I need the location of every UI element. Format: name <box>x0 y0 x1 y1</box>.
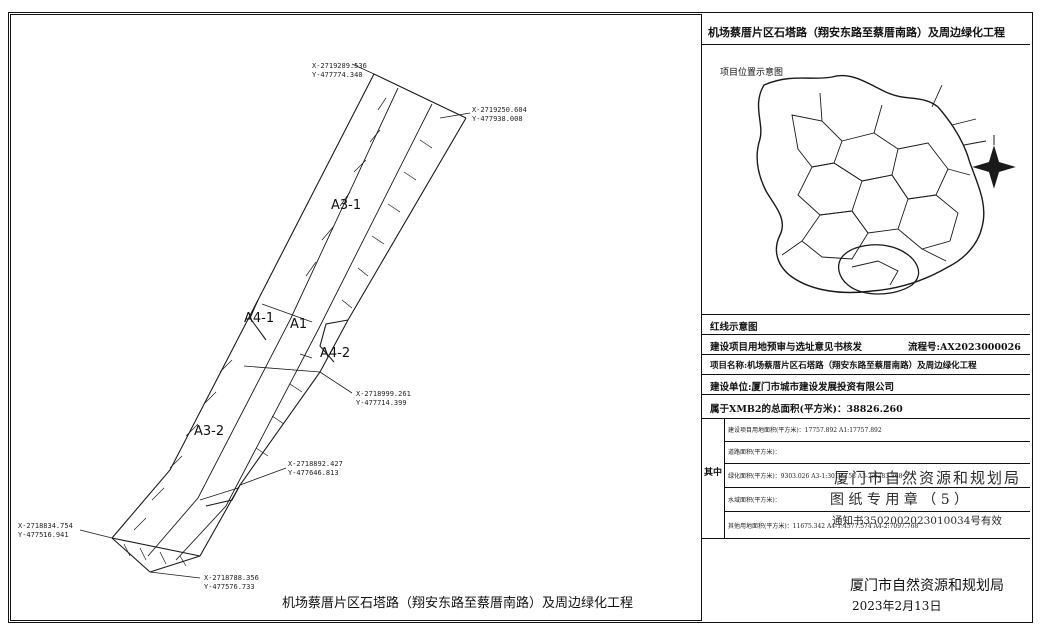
road-boundary-right <box>199 117 467 557</box>
coordinate-5-x: X-2718834.754 <box>18 522 73 530</box>
sub-label: 其中 <box>704 468 723 478</box>
flow-number: 流程号:AX2023000026 <box>908 342 1021 353</box>
sub-divider <box>724 419 725 539</box>
zone-label-a4-2: A4-2 <box>320 346 351 361</box>
redline-label-row: 红线示意图 <box>702 314 1030 334</box>
stamp-line-1: 厦门市自然资源和规划局 <box>834 469 1022 487</box>
coordinate-2: X-2719250.604 Y-477938.008 <box>472 106 527 124</box>
sub-row-2-text: 道路面积(平方米)： <box>728 449 781 456</box>
process-row: 建设项目用地预审与选址意见书核发 流程号:AX2023000026 <box>702 334 1030 354</box>
coordinate-3-y: Y-477714.399 <box>356 399 407 407</box>
coordinate-6: X-2718788.356 Y-477576.733 <box>204 574 259 592</box>
issuing-authority: 厦门市自然资源和规划局 <box>850 578 1004 594</box>
location-map-label: 项目位置示意图 <box>720 68 784 78</box>
coordinate-4-x: X-2718892.427 <box>288 460 343 468</box>
coordinate-4-y: Y-477646.813 <box>288 469 339 477</box>
info-panel: 机场蔡厝片区石塔路（翔安东路至蔡厝南路）及周边绿化工程 项目位置示意图 <box>702 14 1030 621</box>
coordinate-3: X-2718999.261 Y-477714.399 <box>356 390 411 408</box>
stamp-line-3: 通知书3502002023010034号有效 <box>832 515 1002 527</box>
drawing-frame <box>10 14 702 621</box>
total-area: 属于XMB2的总面积(平方米)：38826.260 <box>710 404 903 415</box>
sub-row-4: 水域面积(平方米)： <box>724 487 1030 512</box>
sub-row-4-text: 水域面积(平方米)： <box>728 497 781 504</box>
coordinate-1-x: X-2719289.536 <box>312 62 367 70</box>
sub-row-1: 建设项目用地面积(平方米)：17757.892 A1:17757.892 <box>724 419 1030 442</box>
sub-row-3: 绿化面积(平方米)：9303.026 A3-1:3019.158 A3-2:62… <box>724 463 1030 488</box>
leader-4 <box>239 467 287 486</box>
coordinate-6-y: Y-477576.733 <box>204 583 255 591</box>
coordinate-1: X-2719289.536 Y-477774.340 <box>312 62 367 80</box>
builder-row: 建设单位:厦门市城市建设发展投资有限公司 <box>702 374 1030 394</box>
coordinate-4: X-2718892.427 Y-477646.813 <box>288 460 343 478</box>
coordinate-6-x: X-2718788.356 <box>204 574 259 582</box>
road-inner-line-1 <box>147 87 399 557</box>
drawing-caption: 机场蔡厝片区石塔路（翔安东路至蔡厝南路）及周边绿化工程 <box>282 596 634 611</box>
panel-title: 机场蔡厝片区石塔路（翔安东路至蔡厝南路）及周边绿化工程 <box>708 26 1005 39</box>
coordinate-5: X-2718834.754 Y-477516.941 <box>18 522 73 540</box>
location-map <box>756 74 1016 295</box>
compass-icon <box>972 135 1016 189</box>
leader-6 <box>149 571 201 579</box>
project-name: 项目名称:机场蔡厝片区石塔路（翔安东路至蔡厝南路）及周边绿化工程 <box>710 361 977 371</box>
signature-section: 厦门市自然资源和规划局 2023年2月13日 <box>702 538 1030 621</box>
location-map-section: 项目位置示意图 <box>702 44 1030 314</box>
leader-1 <box>351 63 375 75</box>
project-name-row: 项目名称:机场蔡厝片区石塔路（翔安东路至蔡厝南路）及周边绿化工程 <box>702 354 1030 374</box>
sub-row-5-text: 其他用地面积(平方米)：11675.342 A4-1:4577.574 A4-2… <box>728 523 919 530</box>
zone-label-a1: A1 <box>290 317 308 332</box>
coordinate-5-y: Y-477516.941 <box>18 531 69 539</box>
total-area-row: 属于XMB2的总面积(平方米)：38826.260 <box>702 394 1030 418</box>
zone-label-a3-2: A3-2 <box>194 424 225 439</box>
builder-name: 建设单位:厦门市城市建设发展投资有限公司 <box>710 382 895 393</box>
stamp-line-2: 图 纸 专 用 章 （ 5 ） <box>830 492 969 508</box>
issue-date: 2023年2月13日 <box>852 599 942 613</box>
zone-label-a3-1: A3-1 <box>331 198 362 213</box>
zone-label-a4-1: A4-1 <box>244 311 275 326</box>
coordinate-2-x: X-2719250.604 <box>472 106 527 114</box>
red-line-drawing <box>79 63 471 579</box>
official-stamp: 厦门市自然资源和规划局 图 纸 专 用 章 （ 5 ） 通知书350200202… <box>830 467 1020 547</box>
process-label: 建设项目用地预审与选址意见书核发 <box>710 342 863 353</box>
road-inner-line-2 <box>175 103 433 561</box>
sub-row-3-text: 绿化面积(平方米)：9303.026 A3-1:3019.158 A3-2:62… <box>728 473 903 480</box>
sub-row-5: 其他用地面积(平方米)：11675.342 A4-1:4577.574 A4-2… <box>724 511 1030 539</box>
coordinate-3-x: X-2718999.261 <box>356 390 411 398</box>
outer-frame <box>8 12 1033 623</box>
sub-row-2: 道路面积(平方米)： <box>724 441 1030 464</box>
sub-row-1-text: 建设项目用地面积(平方米)：17757.892 A1:17757.892 <box>728 427 882 434</box>
road-boundary-left <box>111 73 375 539</box>
redline-label: 红线示意图 <box>710 322 758 333</box>
area-breakdown: 其中 建设项目用地面积(平方米)：17757.892 A1:17757.892 … <box>702 418 1030 539</box>
leader-2 <box>439 112 471 119</box>
coordinate-2-y: Y-477938.008 <box>472 115 523 123</box>
coordinate-1-y: Y-477774.340 <box>312 71 363 79</box>
leader-3 <box>319 371 353 394</box>
leader-5 <box>79 529 113 539</box>
